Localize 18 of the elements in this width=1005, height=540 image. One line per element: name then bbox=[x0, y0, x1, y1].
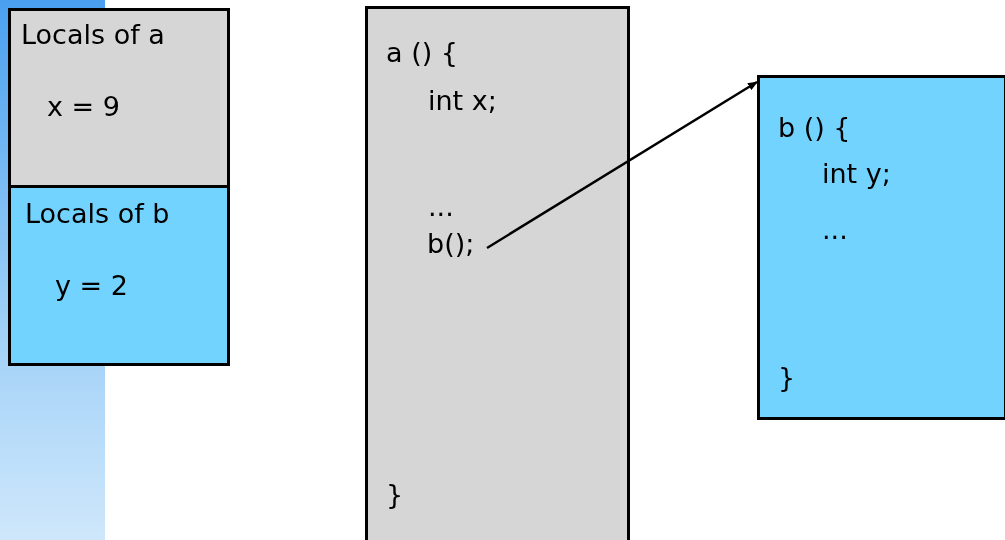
code-line: b () { bbox=[778, 112, 851, 145]
code-line: a () { bbox=[386, 37, 458, 70]
code-line: ... bbox=[822, 214, 848, 247]
code-line: } bbox=[386, 479, 404, 512]
variable-value: y = 2 bbox=[55, 270, 128, 303]
variable-value: x = 9 bbox=[47, 91, 120, 124]
frame-heading: Locals of b bbox=[25, 198, 170, 231]
code-box bbox=[757, 75, 1005, 420]
code-line: int x; bbox=[428, 85, 497, 118]
stack-frame-box bbox=[8, 8, 230, 188]
arrow bbox=[486, 80, 758, 250]
code-line: ... bbox=[428, 191, 454, 224]
code-box bbox=[365, 6, 630, 540]
frame-heading: Locals of a bbox=[21, 19, 165, 52]
stack-frame-box bbox=[8, 185, 230, 366]
code-line: int y; bbox=[822, 158, 891, 191]
code-line: b(); bbox=[427, 228, 475, 261]
code-line: } bbox=[778, 362, 796, 395]
